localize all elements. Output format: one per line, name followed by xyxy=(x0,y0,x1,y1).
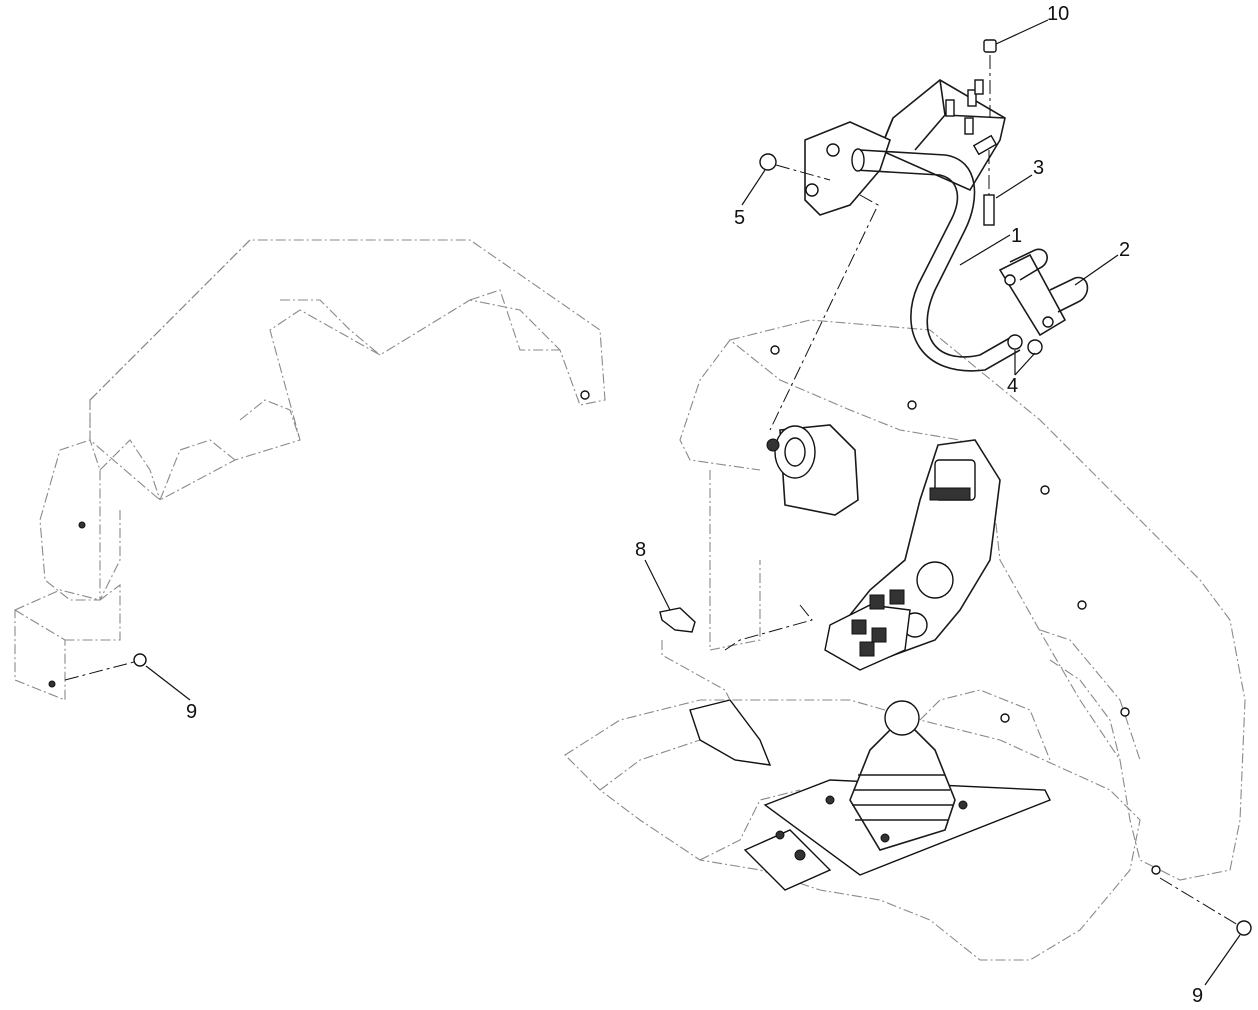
callout-4: 4 xyxy=(1007,375,1018,397)
part-9-left-screw xyxy=(64,653,147,681)
part-3-bolt xyxy=(983,150,995,226)
bracket-bolts xyxy=(945,79,984,135)
callout-1: 1 xyxy=(1011,225,1022,247)
part-4-nuts xyxy=(1007,334,1043,355)
leader-lines xyxy=(145,19,1241,986)
part-10-bolt xyxy=(983,39,997,118)
part-9-right-screw xyxy=(1159,877,1252,936)
floor-plate xyxy=(689,699,832,891)
left-fender-phantom xyxy=(14,239,606,701)
part-8-clip xyxy=(659,607,731,701)
column-centerline xyxy=(724,194,879,651)
callout-2: 2 xyxy=(1119,239,1130,261)
callout-9-right: 9 xyxy=(1192,985,1203,1007)
instrument-panel xyxy=(824,439,1001,671)
callout-3: 3 xyxy=(1033,157,1044,179)
callout-5: 5 xyxy=(734,207,745,229)
part-5-nut xyxy=(759,153,831,181)
console-phantom xyxy=(564,319,1246,961)
callout-9-left: 9 xyxy=(186,701,197,723)
callout-10: 10 xyxy=(1047,3,1069,25)
steering-column xyxy=(766,424,859,516)
callout-8: 8 xyxy=(635,539,646,561)
hand-rail-assembly xyxy=(804,79,1089,372)
shift-lever xyxy=(763,700,1051,876)
